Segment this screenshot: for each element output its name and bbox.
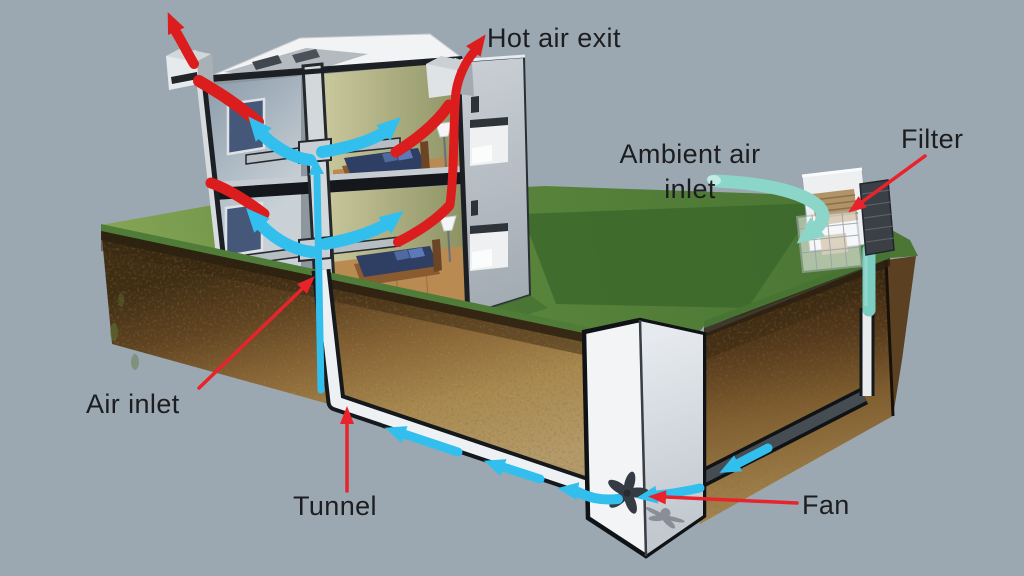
fan-pit	[581, 317, 707, 559]
balcony-furniture	[472, 249, 492, 269]
cool-air-tunnel-1	[399, 429, 463, 457]
underground-tunnel	[315, 269, 602, 497]
cool-air-lower-right	[319, 219, 391, 250]
filter-casing-top	[801, 167, 863, 178]
cool-air-lower-left	[256, 220, 318, 258]
ac-unit	[252, 55, 282, 70]
hot-air-arrowheads	[167, 12, 486, 57]
label-ambient-air-inlet-line2: inlet	[664, 174, 716, 204]
label-pointer-heads	[297, 196, 867, 505]
floor-lamp-lower	[439, 215, 457, 263]
label-fan: Fan	[802, 490, 850, 520]
arrowhead	[636, 485, 659, 504]
mid-slab	[214, 172, 462, 200]
hot-air-room-lower-right	[393, 201, 454, 247]
soil-pebbles	[101, 227, 592, 490]
wall-vent-slot	[471, 200, 478, 216]
arrowhead	[557, 482, 580, 501]
grass-lip-left	[101, 224, 588, 334]
hot-air-room-upper-right	[390, 99, 455, 158]
label-hot-air-exit: Hot air exit	[487, 23, 621, 53]
arrowhead	[309, 157, 325, 176]
hot-air-room-lower-left	[205, 177, 270, 220]
cool-air-upper-left	[258, 130, 316, 166]
label-ambient-air-inlet: Ambient air inlet	[610, 137, 770, 207]
arrowhead	[848, 196, 867, 213]
ambient-air-arrow	[707, 174, 830, 244]
cool-air-fan-out	[573, 487, 623, 505]
filter-grille	[795, 209, 864, 274]
fan-shadow	[645, 506, 685, 529]
arrowhead	[466, 34, 486, 57]
filter-pointer	[860, 154, 927, 204]
fan-hub	[623, 489, 631, 497]
hot-air-wall-riser	[445, 47, 479, 210]
ac-unit	[292, 49, 320, 63]
arrowhead	[167, 12, 185, 35]
label-air-inlet: Air inlet	[86, 389, 180, 419]
label-tunnel: Tunnel	[293, 491, 377, 521]
floor-lamp-upper	[435, 121, 453, 169]
arrowhead	[796, 217, 826, 244]
pit-corner	[638, 319, 648, 557]
arrowhead	[248, 116, 272, 142]
arrowhead	[245, 207, 270, 233]
arrowhead	[378, 210, 404, 234]
ambient-air-stream	[709, 174, 830, 235]
grass-lip-right	[704, 251, 890, 328]
cool-air-tunnel-right	[732, 443, 773, 469]
arrowhead	[384, 426, 408, 444]
bed-lower	[354, 239, 442, 286]
grass-shadow-patch	[522, 203, 818, 308]
cool-air-flow-arrows	[256, 127, 773, 505]
cool-air-tunnel-2	[498, 462, 545, 484]
moss-tufts	[110, 293, 139, 370]
label-pointers	[197, 154, 927, 505]
cool-air-shaft	[313, 172, 325, 394]
arrowhead	[719, 455, 743, 473]
arrowhead	[376, 116, 402, 141]
grass-lip-shadow-left	[101, 231, 588, 343]
wall-vent-slot	[471, 96, 479, 113]
hot-air-room-upper-left	[193, 75, 264, 128]
ambient-air-tail	[707, 174, 721, 186]
label-ambient-air-inlet-line1: Ambient air	[619, 139, 761, 169]
mid-slab-top	[214, 166, 462, 189]
grass-lip-shadow-right	[704, 258, 890, 337]
cool-air-upper-right	[316, 127, 389, 158]
arrowhead	[340, 406, 354, 424]
hot-air-flow-arrows	[171, 27, 479, 247]
arrowhead	[648, 490, 667, 505]
balcony-furniture	[472, 145, 492, 164]
soil-cross-section	[101, 224, 916, 524]
arrowhead	[483, 459, 507, 477]
soil-side-right	[886, 256, 916, 416]
soil-corner-edge	[884, 259, 895, 417]
hot-air-exit-left	[171, 27, 199, 69]
fan-pointer	[664, 495, 799, 505]
cool-air-arrowheads	[245, 116, 743, 504]
arrowhead	[297, 276, 315, 294]
label-filter: Filter	[901, 124, 964, 154]
air-inlet-pointer	[197, 287, 304, 390]
